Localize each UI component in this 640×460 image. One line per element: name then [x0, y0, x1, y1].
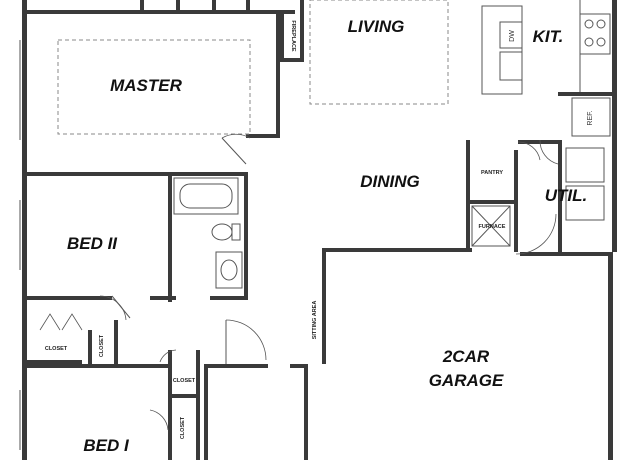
room-label-living: LIVING	[348, 17, 405, 36]
door-hall	[225, 319, 267, 361]
utility-fixtures	[471, 147, 605, 247]
door-bed1	[149, 409, 169, 431]
label-closet-bed1: CLOSET	[180, 416, 186, 439]
burner-icon	[584, 37, 594, 47]
door-pantry	[517, 141, 541, 161]
wall-stub-3	[212, 0, 216, 14]
label-sitting-area: SITTING AREA	[312, 301, 318, 340]
toilet-bowl	[211, 223, 233, 241]
room-label-bed1: BED I	[83, 436, 130, 455]
wall-garage-top-right	[520, 252, 612, 256]
wall-bath-right	[244, 172, 248, 300]
toilet-tank	[231, 223, 241, 241]
wall-hall-right-2	[304, 364, 308, 460]
wall-master-bottom-left	[22, 172, 172, 176]
closet-bifold-bed2	[39, 313, 61, 331]
label-pantry: PANTRY	[481, 170, 503, 176]
wall-hall-top-right	[290, 364, 308, 368]
wall-fireplace-bottom	[280, 58, 304, 62]
wall-stub-1	[140, 0, 144, 14]
wall-left-exterior	[22, 0, 27, 460]
burner-icon	[584, 19, 594, 29]
wall-bed2-bottom	[22, 296, 112, 300]
label-refrigerator: REF.	[587, 110, 594, 125]
room-label-garage-line2: GARAGE	[429, 371, 504, 390]
wall-bed1-top	[22, 364, 172, 368]
wall-hall-closet-bottom	[168, 394, 200, 398]
master-tray-ceiling	[57, 39, 251, 135]
room-label-master: MASTER	[110, 76, 183, 95]
wall-bath-top	[172, 172, 248, 176]
wall-fireplace-right	[300, 0, 304, 60]
room-label-bed2: BED II	[67, 234, 118, 253]
wall-hall-left	[168, 350, 172, 460]
wall-utility-left	[558, 140, 562, 254]
door-bed2-leaf	[111, 295, 131, 319]
wall-bath-bottom-right	[210, 296, 248, 300]
wall-hall-closet-right	[196, 350, 200, 460]
label-dishwasher: DW	[509, 30, 516, 42]
wall-pantry-left	[466, 140, 470, 250]
doors	[39, 133, 559, 431]
wall-hall-top	[204, 364, 268, 368]
wall-kitchen-bottom	[558, 92, 612, 96]
wall-closet-small-right	[114, 320, 118, 364]
label-closet-bed2: CLOSET	[45, 346, 68, 352]
wall-garage-right	[608, 252, 613, 460]
small-labels: FIREPLACE PANTRY FURNACE SITTING AREA CL…	[45, 20, 506, 439]
sink	[220, 259, 238, 281]
wall-sitting-area	[322, 248, 326, 364]
door-garage	[515, 213, 557, 255]
furnace-cross	[471, 205, 511, 247]
kitchen-island	[481, 5, 523, 95]
door-utility	[539, 139, 559, 165]
room-label-dining: DINING	[360, 172, 420, 191]
label-closet-small: CLOSET	[99, 334, 105, 357]
living-tray-ceiling	[309, 0, 449, 105]
wall-master-bottom-right	[246, 134, 280, 138]
wall-fireplace-left	[280, 10, 284, 60]
room-labels: LIVING KIT. MASTER DINING UTIL. BED II B…	[67, 17, 587, 455]
dryer	[565, 185, 605, 221]
burner-icon	[596, 37, 606, 47]
washer	[565, 147, 605, 183]
refrigerator	[571, 97, 611, 137]
room-label-garage-line1: 2CAR	[442, 347, 490, 366]
wall-bath-bottom-left	[150, 296, 176, 300]
wall-closet-divider	[88, 330, 92, 364]
room-label-kitchen: KIT.	[533, 27, 564, 46]
walls	[22, 0, 617, 460]
door-master-leaf	[221, 137, 247, 165]
label-fireplace: FIREPLACE	[290, 20, 296, 52]
wall-stub-2	[176, 0, 180, 14]
bath-fixtures	[173, 177, 243, 289]
wall-pantry-furnace-divider	[466, 200, 518, 204]
kitchen-sink	[499, 51, 523, 81]
wall-master-right	[276, 14, 280, 134]
closet-bifold-bed2-b	[61, 313, 83, 331]
wall-right-exterior-upper	[612, 0, 617, 252]
room-label-utility: UTIL.	[545, 186, 588, 205]
door-master	[221, 133, 251, 139]
appliance-labels: DW REF.	[509, 30, 594, 126]
label-closet-hall: CLOSET	[173, 378, 196, 384]
wall-garage-top-left	[322, 248, 472, 252]
wall-hall-right	[204, 364, 208, 460]
label-furnace: FURNACE	[479, 224, 506, 230]
dishwasher	[499, 21, 523, 49]
wall-closet-bottom	[22, 360, 82, 364]
burner-icon	[596, 19, 606, 29]
wall-top-master	[22, 10, 295, 14]
kitchen-fixtures	[481, 0, 611, 137]
wall-utility-top	[518, 140, 558, 144]
wall-stub-4	[246, 0, 250, 14]
wall-bath-left	[168, 172, 172, 302]
bathtub-basin	[179, 183, 233, 209]
range	[579, 13, 611, 55]
door-hall-closet	[159, 349, 177, 363]
